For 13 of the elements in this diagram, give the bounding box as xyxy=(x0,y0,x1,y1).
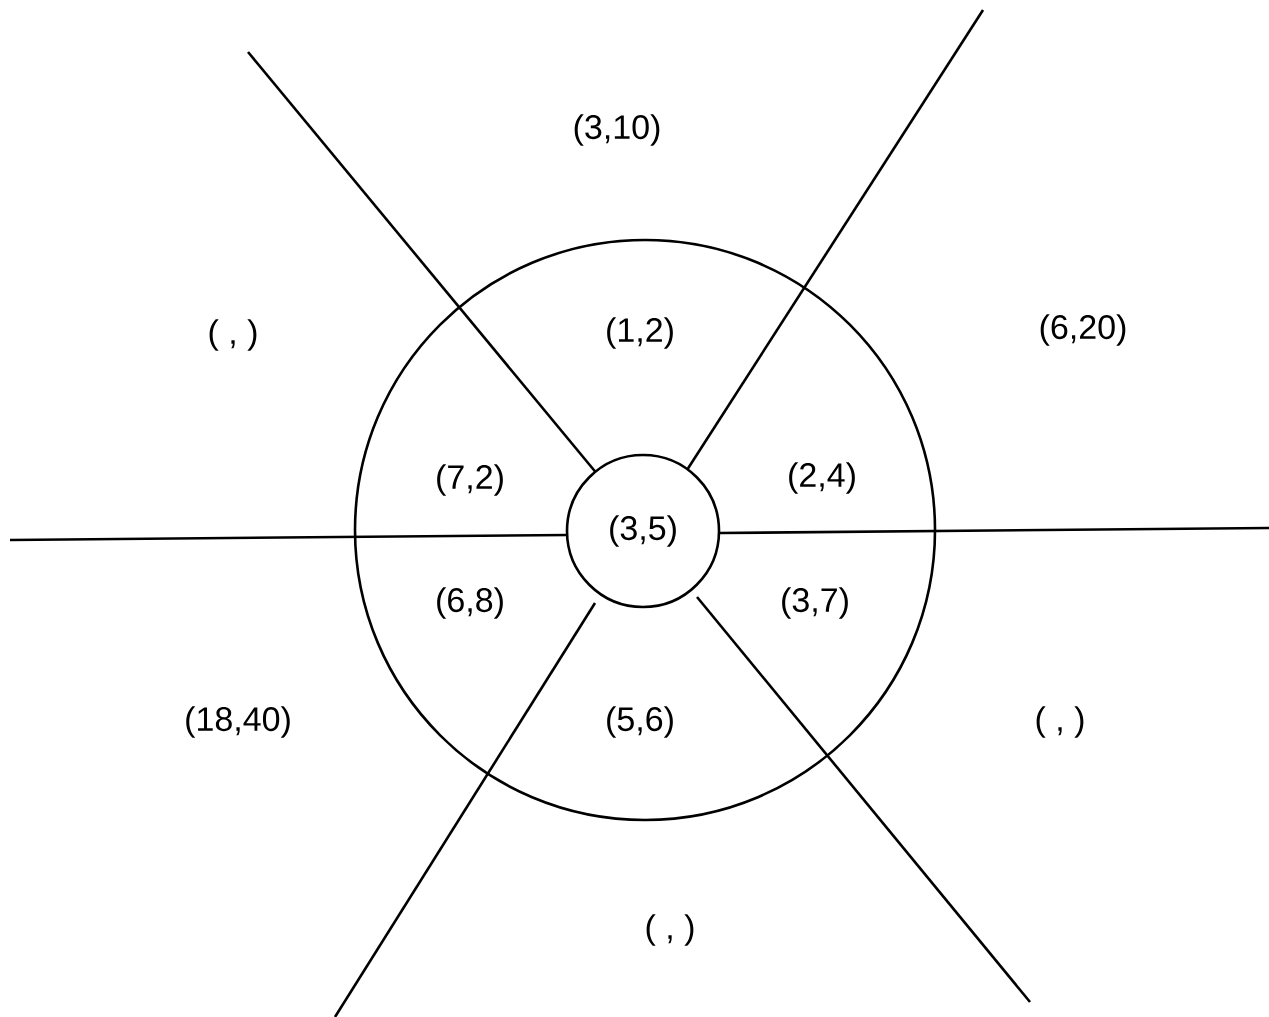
sector-label: (3,7) xyxy=(782,587,848,619)
sector-label: (6,20) xyxy=(1040,314,1126,346)
sector-label: (2,4) xyxy=(789,462,855,494)
sector-label: ( , ) xyxy=(646,914,694,946)
sector-label: (1,2) xyxy=(607,317,673,349)
sector-label: ( , ) xyxy=(209,319,257,351)
sector-label: (3,10) xyxy=(574,114,660,146)
sector-label: ( , ) xyxy=(1036,706,1084,738)
sector-label: (7,2) xyxy=(437,464,503,496)
sector-label: (6,8) xyxy=(437,587,503,619)
sector-label: (18,40) xyxy=(186,706,290,738)
sector-label: (5,6) xyxy=(607,706,673,738)
ring-circle xyxy=(353,238,937,822)
